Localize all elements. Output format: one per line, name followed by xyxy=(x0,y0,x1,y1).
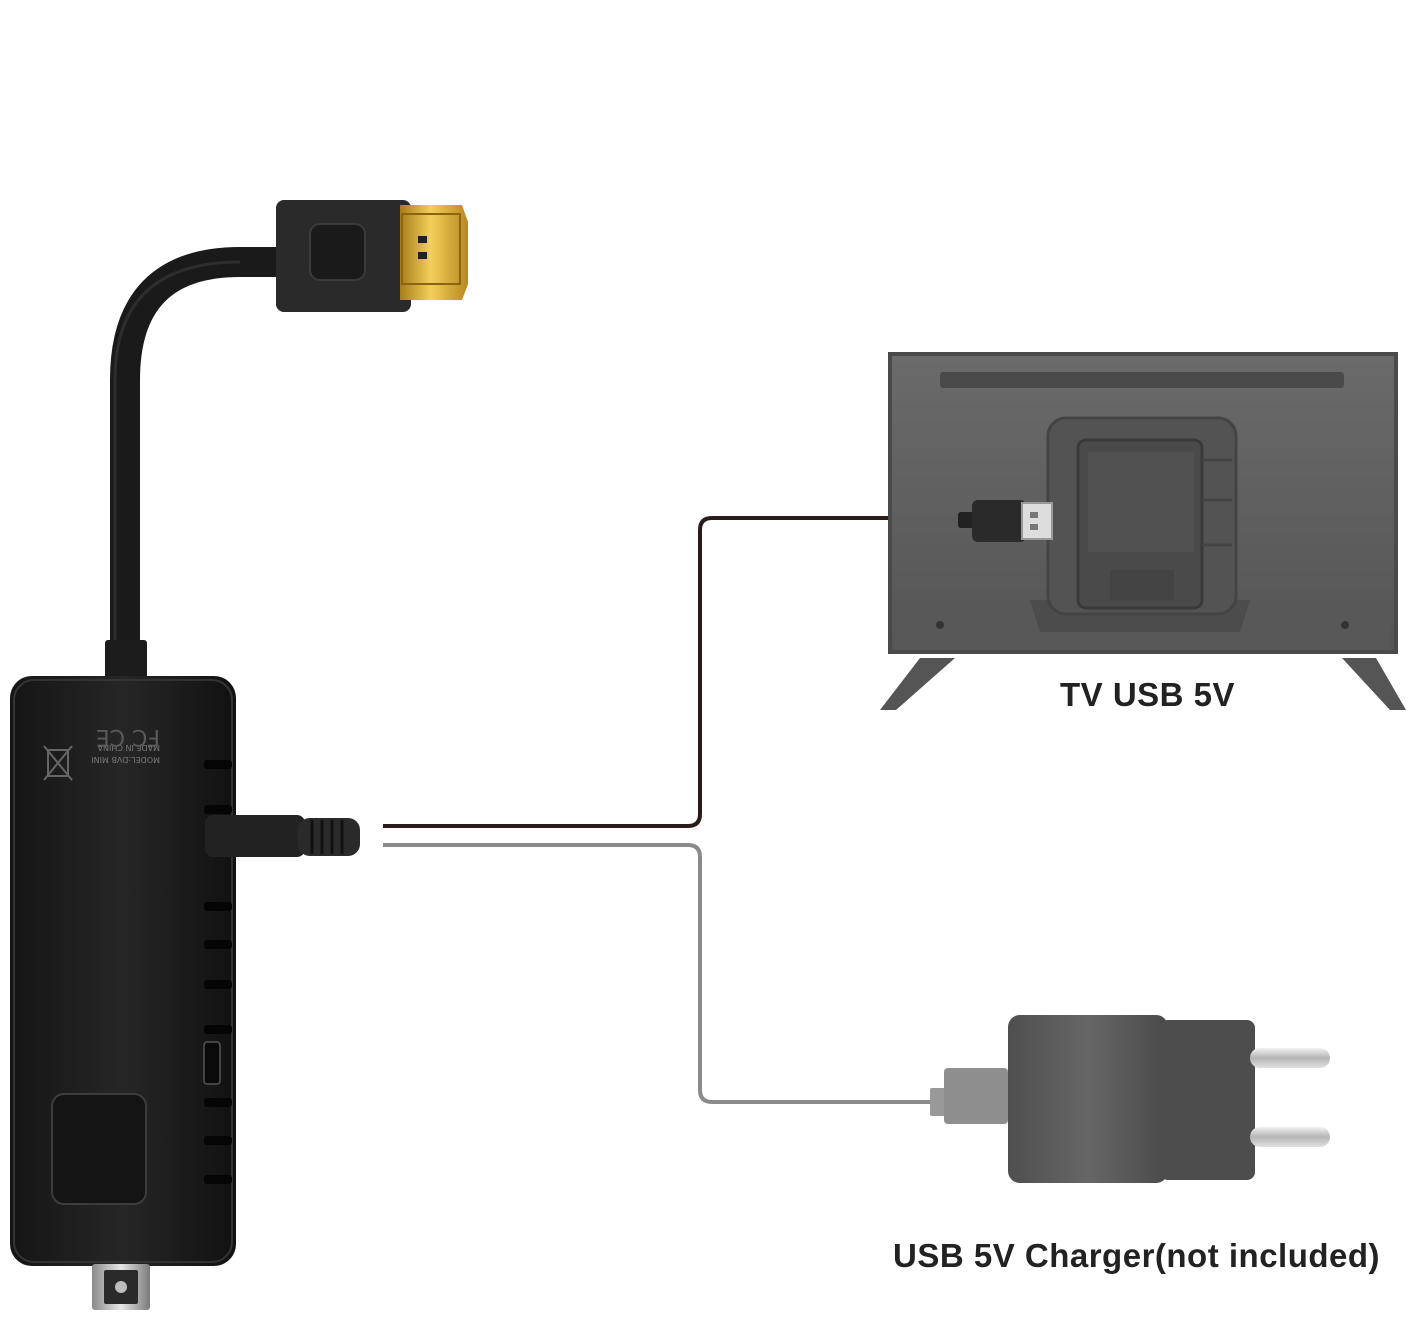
svg-text:FC CE: FC CE xyxy=(96,724,160,749)
dvb-receiver: MADE IN CHINA MODEL:DVB MINI FC CE xyxy=(10,676,236,1310)
micro-usb-port xyxy=(203,1041,221,1085)
certification-marks: FC CE xyxy=(96,724,160,749)
weee-bin-icon xyxy=(43,745,73,781)
tv-usb-label: TV USB 5V xyxy=(1060,676,1236,713)
usb-wall-charger xyxy=(930,1015,1330,1183)
charger-label: USB 5V Charger(not included) xyxy=(893,1237,1381,1274)
vent-slots xyxy=(204,760,232,1184)
hdmi-connector xyxy=(276,200,468,312)
cable-to-tv xyxy=(383,516,965,831)
hdmi-cable xyxy=(105,247,285,680)
rf-antenna-connector xyxy=(92,1264,150,1310)
made-in-label: MADE IN CHINA xyxy=(97,743,160,752)
model-label: MODEL:DVB MINI xyxy=(91,755,160,764)
usb-a-plug xyxy=(958,500,1053,542)
dc-power-plug xyxy=(205,815,360,857)
cable-to-charger xyxy=(383,843,935,1104)
ir-window xyxy=(51,1093,147,1205)
television xyxy=(880,352,1406,710)
